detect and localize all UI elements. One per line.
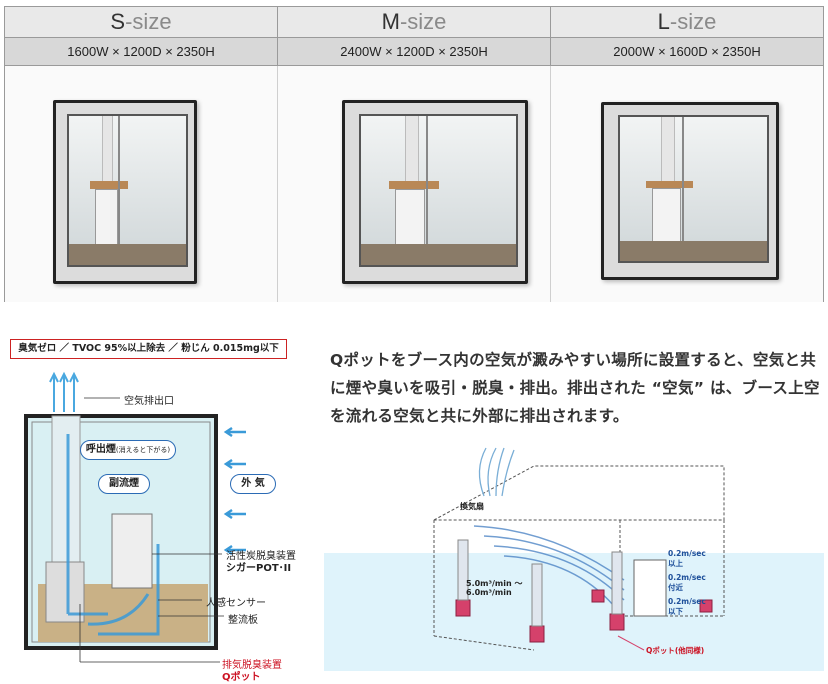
label-exhaust-device-2: Qポット [222, 672, 261, 683]
size-title-l: L-size [550, 6, 824, 38]
qpot-device [45, 561, 85, 623]
booth-airflow-diagram [24, 371, 246, 663]
label-exhaust-outlet: 空気排出口 [124, 396, 174, 407]
label-speed-3a: 0.2m/sec [668, 597, 706, 606]
booth-photo-m [277, 66, 550, 302]
label-charcoal-device-1: 活性炭脱臭装置 [226, 551, 296, 562]
label-charcoal-device-2: シガーPOT･II [226, 563, 292, 574]
room-airflow-diagram [433, 447, 725, 651]
booth-photo-s [4, 66, 277, 302]
booth-photos [4, 66, 824, 302]
size-dims-row: 1600W × 1200D × 2350H 2400W × 1200D × 23… [4, 38, 824, 66]
airflow-arrows [66, 434, 160, 636]
exhaust-duct [51, 415, 81, 567]
size-title-s: S-size [4, 6, 277, 38]
label-exhaled-smoke: 呼出煙(消えると下がる) [80, 440, 176, 460]
label-speed-1b: 以上 [668, 559, 683, 568]
label-qpot: Qポット(他同様) [646, 646, 705, 655]
label-motion-sensor: 人感センサー [206, 598, 266, 609]
label-side-smoke: 副流煙 [98, 474, 150, 494]
label-flow-plate: 整流板 [228, 615, 258, 626]
spec-banner: 臭気ゼロ ／ TVOC 95%以上除去 ／ 粉じん 0.015mg以下 [10, 339, 287, 359]
label-flow-rate-1: 5.0m³/min ～ [466, 579, 523, 588]
description-text: Qポットをブース内の空気が澱みやすい場所に設置すると、空気と共に煙や臭いを吸引・… [330, 351, 820, 425]
label-speed-2b: 付近 [668, 583, 683, 592]
floor-air-zone [324, 553, 824, 671]
label-outside-air: 外 気 [230, 474, 276, 494]
size-title-row: S-size M-size L-size [4, 6, 824, 38]
label-speed-3b: 以下 [668, 607, 683, 616]
size-title-m: M-size [277, 6, 550, 38]
exhaust-up-arrows [49, 371, 79, 412]
door [633, 559, 667, 617]
size-dims-m: 2400W × 1200D × 2350H [277, 38, 550, 66]
label-vent: 換気扇 [460, 502, 484, 511]
size-dims-l: 2000W × 1600D × 2350H [550, 38, 824, 66]
cigar-pot-device [111, 513, 153, 589]
size-dims-s: 1600W × 1200D × 2350H [4, 38, 277, 66]
qpot-pipes [457, 539, 623, 627]
label-flow-rate-2: 6.0m³/min [466, 588, 512, 597]
booth-photo-l [550, 66, 824, 302]
label-exhaust-device-1: 排気脱臭装置 [222, 660, 282, 671]
outside-air-arrows [223, 426, 246, 556]
label-speed-2a: 0.2m/sec [668, 573, 706, 582]
vent-arrows [478, 447, 515, 497]
label-speed-1a: 0.2m/sec [668, 549, 706, 558]
